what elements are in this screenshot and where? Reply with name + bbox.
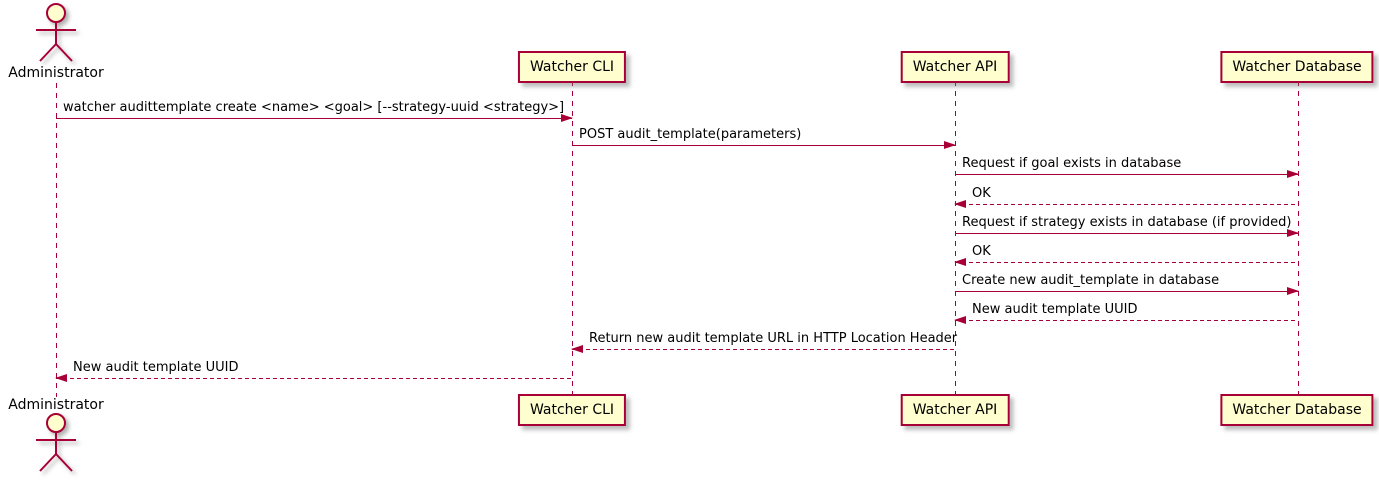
arrowhead-right-icon <box>1287 287 1299 295</box>
message-3: Request if goal exists in database <box>955 156 1299 178</box>
arrowhead-left-icon <box>954 316 966 324</box>
message-arrow <box>955 170 1299 178</box>
lifeline-watcher-api <box>955 81 956 394</box>
message-label: Return new audit template URL in HTTP Lo… <box>589 331 958 346</box>
actor-icon <box>30 2 82 67</box>
message-8: New audit template UUID <box>954 302 1298 324</box>
message-2: POST audit_template(parameters) <box>572 127 956 149</box>
message-arrow <box>954 316 1298 324</box>
arrowhead-right-icon <box>944 141 956 149</box>
arrowhead-right-icon <box>1287 170 1299 178</box>
participant-watcher-cli-bottom: Watcher CLI <box>517 394 627 426</box>
actor-label-top: Administrator <box>8 65 104 81</box>
arrowhead-left-icon <box>954 258 966 266</box>
message-label: Create new audit_template in database <box>962 273 1220 288</box>
message-arrow <box>955 287 1299 295</box>
participant-watcher-database-top: Watcher Database <box>1220 51 1374 83</box>
message-7: Create new audit_template in database <box>955 273 1299 295</box>
message-5: Request if strategy exists in database (… <box>955 215 1299 237</box>
arrowhead-left-icon <box>55 374 67 382</box>
arrowhead-left-icon <box>954 200 966 208</box>
lifeline-watcher-database <box>1298 81 1299 394</box>
message-1: watcher audittemplate create <name> <goa… <box>56 100 573 122</box>
message-label: Request if goal exists in database <box>962 156 1182 171</box>
message-9: Return new audit template URL in HTTP Lo… <box>571 331 958 353</box>
message-arrow <box>55 374 572 382</box>
message-label: Request if strategy exists in database (… <box>962 215 1292 230</box>
participant-watcher-api-top: Watcher API <box>900 51 1010 83</box>
message-arrow <box>572 141 956 149</box>
message-4: OK <box>954 186 1298 208</box>
actor-icon <box>30 412 82 477</box>
participant-watcher-cli-top: Watcher CLI <box>517 51 627 83</box>
message-arrow <box>56 114 573 122</box>
message-6: OK <box>954 244 1298 266</box>
actor-label-bottom: Administrator <box>8 397 104 413</box>
lifeline-administrator <box>56 83 57 397</box>
message-arrow <box>955 229 1299 237</box>
message-arrow <box>954 258 1298 266</box>
message-label: OK <box>972 186 991 201</box>
participant-watcher-database-bottom: Watcher Database <box>1220 394 1374 426</box>
arrowhead-right-icon <box>1287 229 1299 237</box>
arrowhead-right-icon <box>561 114 573 122</box>
message-label: watcher audittemplate create <name> <goa… <box>63 100 565 115</box>
arrowhead-left-icon <box>571 345 583 353</box>
message-label: POST audit_template(parameters) <box>579 127 802 142</box>
message-label: New audit template UUID <box>73 360 239 375</box>
message-label: New audit template UUID <box>972 302 1138 317</box>
message-arrow <box>954 200 1298 208</box>
lifeline-watcher-cli <box>572 81 573 394</box>
participant-watcher-api-bottom: Watcher API <box>900 394 1010 426</box>
message-label: OK <box>972 244 991 259</box>
message-10: New audit template UUID <box>55 360 572 382</box>
message-arrow <box>571 345 955 353</box>
